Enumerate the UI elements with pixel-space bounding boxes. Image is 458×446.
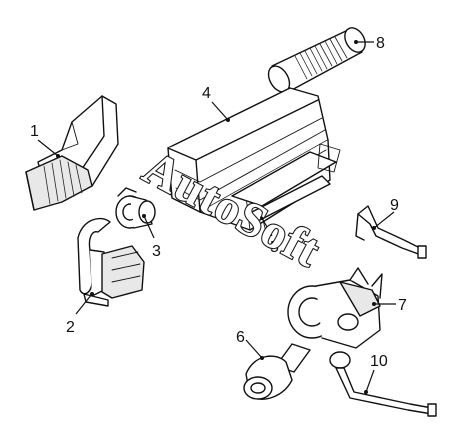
callout-10: 10 — [370, 353, 388, 370]
part-9-bent-pipe — [355, 205, 427, 259]
part-10-drain-tube — [329, 351, 437, 417]
part-7-compressor-housing — [287, 267, 383, 349]
callout-4: 4 — [202, 85, 211, 102]
part-8-filter-cylinder — [267, 27, 366, 93]
part-3-coupling-unit — [115, 187, 156, 229]
callout-8: 8 — [376, 35, 385, 52]
callout-7: 7 — [398, 297, 407, 314]
callout-9: 9 — [390, 197, 399, 214]
callout-numbers: 1 2 3 4 5 6 7 8 9 10 — [30, 35, 407, 370]
part-4-air-cleaner-housing — [167, 87, 341, 231]
callout-2: 2 — [66, 319, 75, 336]
callout-3: 3 — [152, 243, 161, 260]
leader-lines — [37, 40, 396, 394]
callout-5: 5 — [270, 239, 279, 256]
callout-6: 6 — [236, 329, 245, 346]
part-1-intake-duct — [25, 95, 119, 211]
callout-1: 1 — [30, 123, 39, 140]
part-2-hose-valve-assembly — [77, 217, 145, 307]
part-6-outlet-elbow — [243, 343, 311, 400]
